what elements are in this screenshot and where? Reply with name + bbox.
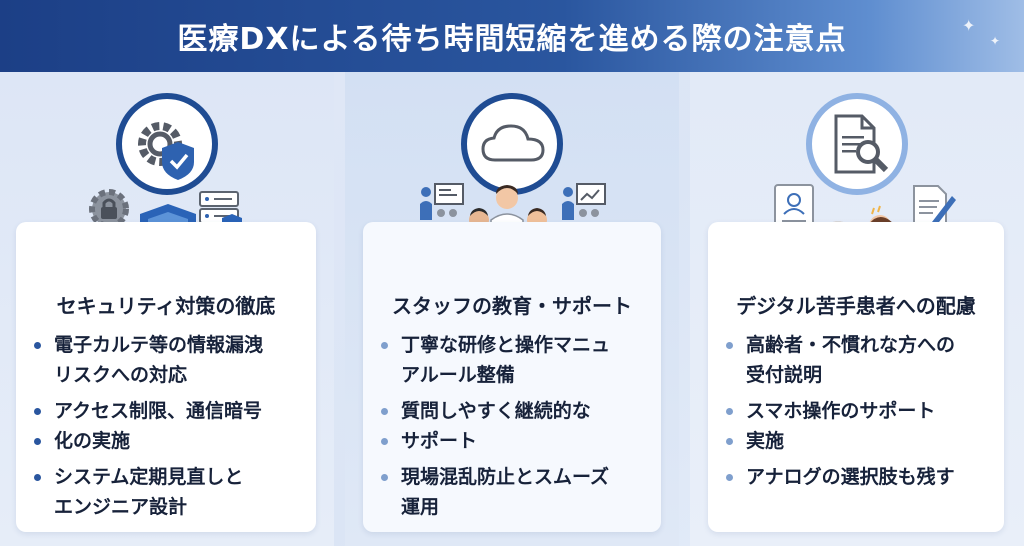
panel-patients: デジタル苦手患者への配慮 高齢者・不慣れな方への 受付説明 スマホ操作のサポート… xyxy=(690,72,1024,546)
sparkle-icon: ✦ xyxy=(990,34,1001,48)
list-item: 電子カルテ等の情報漏洩 リスクへの対応 xyxy=(30,330,263,390)
list-item: アナログの選択肢も残す xyxy=(722,462,955,492)
list-item: アクセス制限、通信暗号 xyxy=(30,396,263,426)
list-item: 質問しやすく継続的な xyxy=(377,396,610,426)
card-security: セキュリティ対策の徹底 電子カルテ等の情報漏洩 リスクへの対応 アクセス制限、通… xyxy=(16,222,316,532)
list-item: 丁寧な研修と操作マニュ アルール整備 xyxy=(377,330,610,390)
bullet-list: 丁寧な研修と操作マニュ アルール整備 質問しやすく継続的な サポート 現場混乱防… xyxy=(377,330,610,528)
list-item: スマホ操作のサポート xyxy=(722,396,955,426)
icon-circle xyxy=(116,93,218,195)
list-item: 高齢者・不慣れな方への 受付説明 xyxy=(722,330,955,390)
card-title: デジタル苦手患者への配慮 xyxy=(736,294,976,318)
card-title: スタッフの教育・サポート xyxy=(392,294,632,318)
sparkle-icon: ✦ xyxy=(962,16,976,35)
list-item: システム定期見直しと エンジニア設計 xyxy=(30,462,263,522)
bullet-list: 電子カルテ等の情報漏洩 リスクへの対応 アクセス制限、通信暗号 化の実施 システ… xyxy=(30,330,263,528)
presentation-icon xyxy=(562,183,606,220)
panel-security: セキュリティ対策の徹底 電子カルテ等の情報漏洩 リスクへの対応 アクセス制限、通… xyxy=(0,72,334,546)
document-search-icon xyxy=(834,114,889,174)
sparkle-icon: ✦ xyxy=(972,484,998,519)
presentation-icon xyxy=(420,183,464,220)
gear-shield-icon xyxy=(138,122,194,180)
cloud-icon xyxy=(481,124,545,162)
gear-lock-icon xyxy=(89,189,129,229)
list-item: 実施 xyxy=(722,426,955,456)
paper-pen-icon xyxy=(913,185,956,229)
card-title: セキュリティ対策の徹底 xyxy=(56,294,276,318)
list-item: 化の実施 xyxy=(30,426,263,456)
page-header: 医療DXによる待ち時間短縮を進める際の注意点 ✦ ✦ xyxy=(0,0,1024,72)
server-icon xyxy=(199,191,239,224)
page-title: 医療DXによる待ち時間短縮を進める際の注意点 xyxy=(177,22,847,57)
list-item: サポート xyxy=(377,426,610,456)
card-patients: デジタル苦手患者への配慮 高齢者・不慣れな方への 受付説明 スマホ操作のサポート… xyxy=(708,222,1004,532)
bullet-list: 高齢者・不慣れな方への 受付説明 スマホ操作のサポート 実施 アナログの選択肢も… xyxy=(722,330,955,498)
panel-staff: スタッフの教育・サポート 丁寧な研修と操作マニュ アルール整備 質問しやすく継続… xyxy=(345,72,679,546)
card-staff: スタッフの教育・サポート 丁寧な研修と操作マニュ アルール整備 質問しやすく継続… xyxy=(363,222,661,532)
list-item: 現場混乱防止とスムーズ 運用 xyxy=(377,462,610,522)
